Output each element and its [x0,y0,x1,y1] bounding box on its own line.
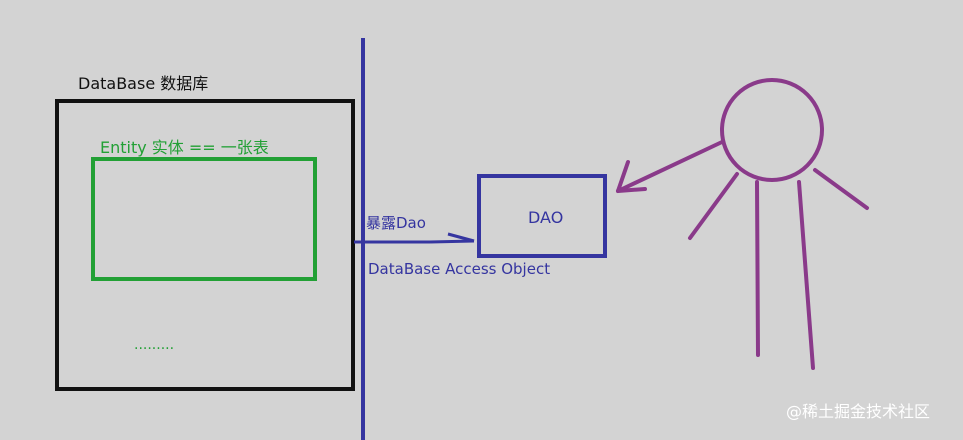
expose-connector-hook [447,232,475,243]
watermark: @稀土掘金技术社区 [786,402,931,421]
person-leg-left [688,172,739,240]
arrow-head-upper [616,160,630,193]
entity-box [91,157,317,281]
person-arm-right [813,168,869,210]
expose-connector-tail [429,239,475,244]
person-leg-right [797,180,815,370]
person-arm-pointer [616,140,724,193]
entity-label: Entity 实体 == 一张表 [100,138,269,157]
expose-dao-label: 暴露Dao [366,214,426,232]
dao-label: DAO [528,208,564,227]
person-leg-center [755,180,760,357]
person-head [720,78,824,182]
dao-full-name-label: DataBase Access Object [368,260,551,278]
person-figure [616,78,869,370]
database-box [55,99,355,391]
dao-box [477,174,607,258]
arrow-head-lower [616,187,647,193]
ellipsis-label: ......... [134,337,175,353]
database-label: DataBase 数据库 [78,74,209,93]
